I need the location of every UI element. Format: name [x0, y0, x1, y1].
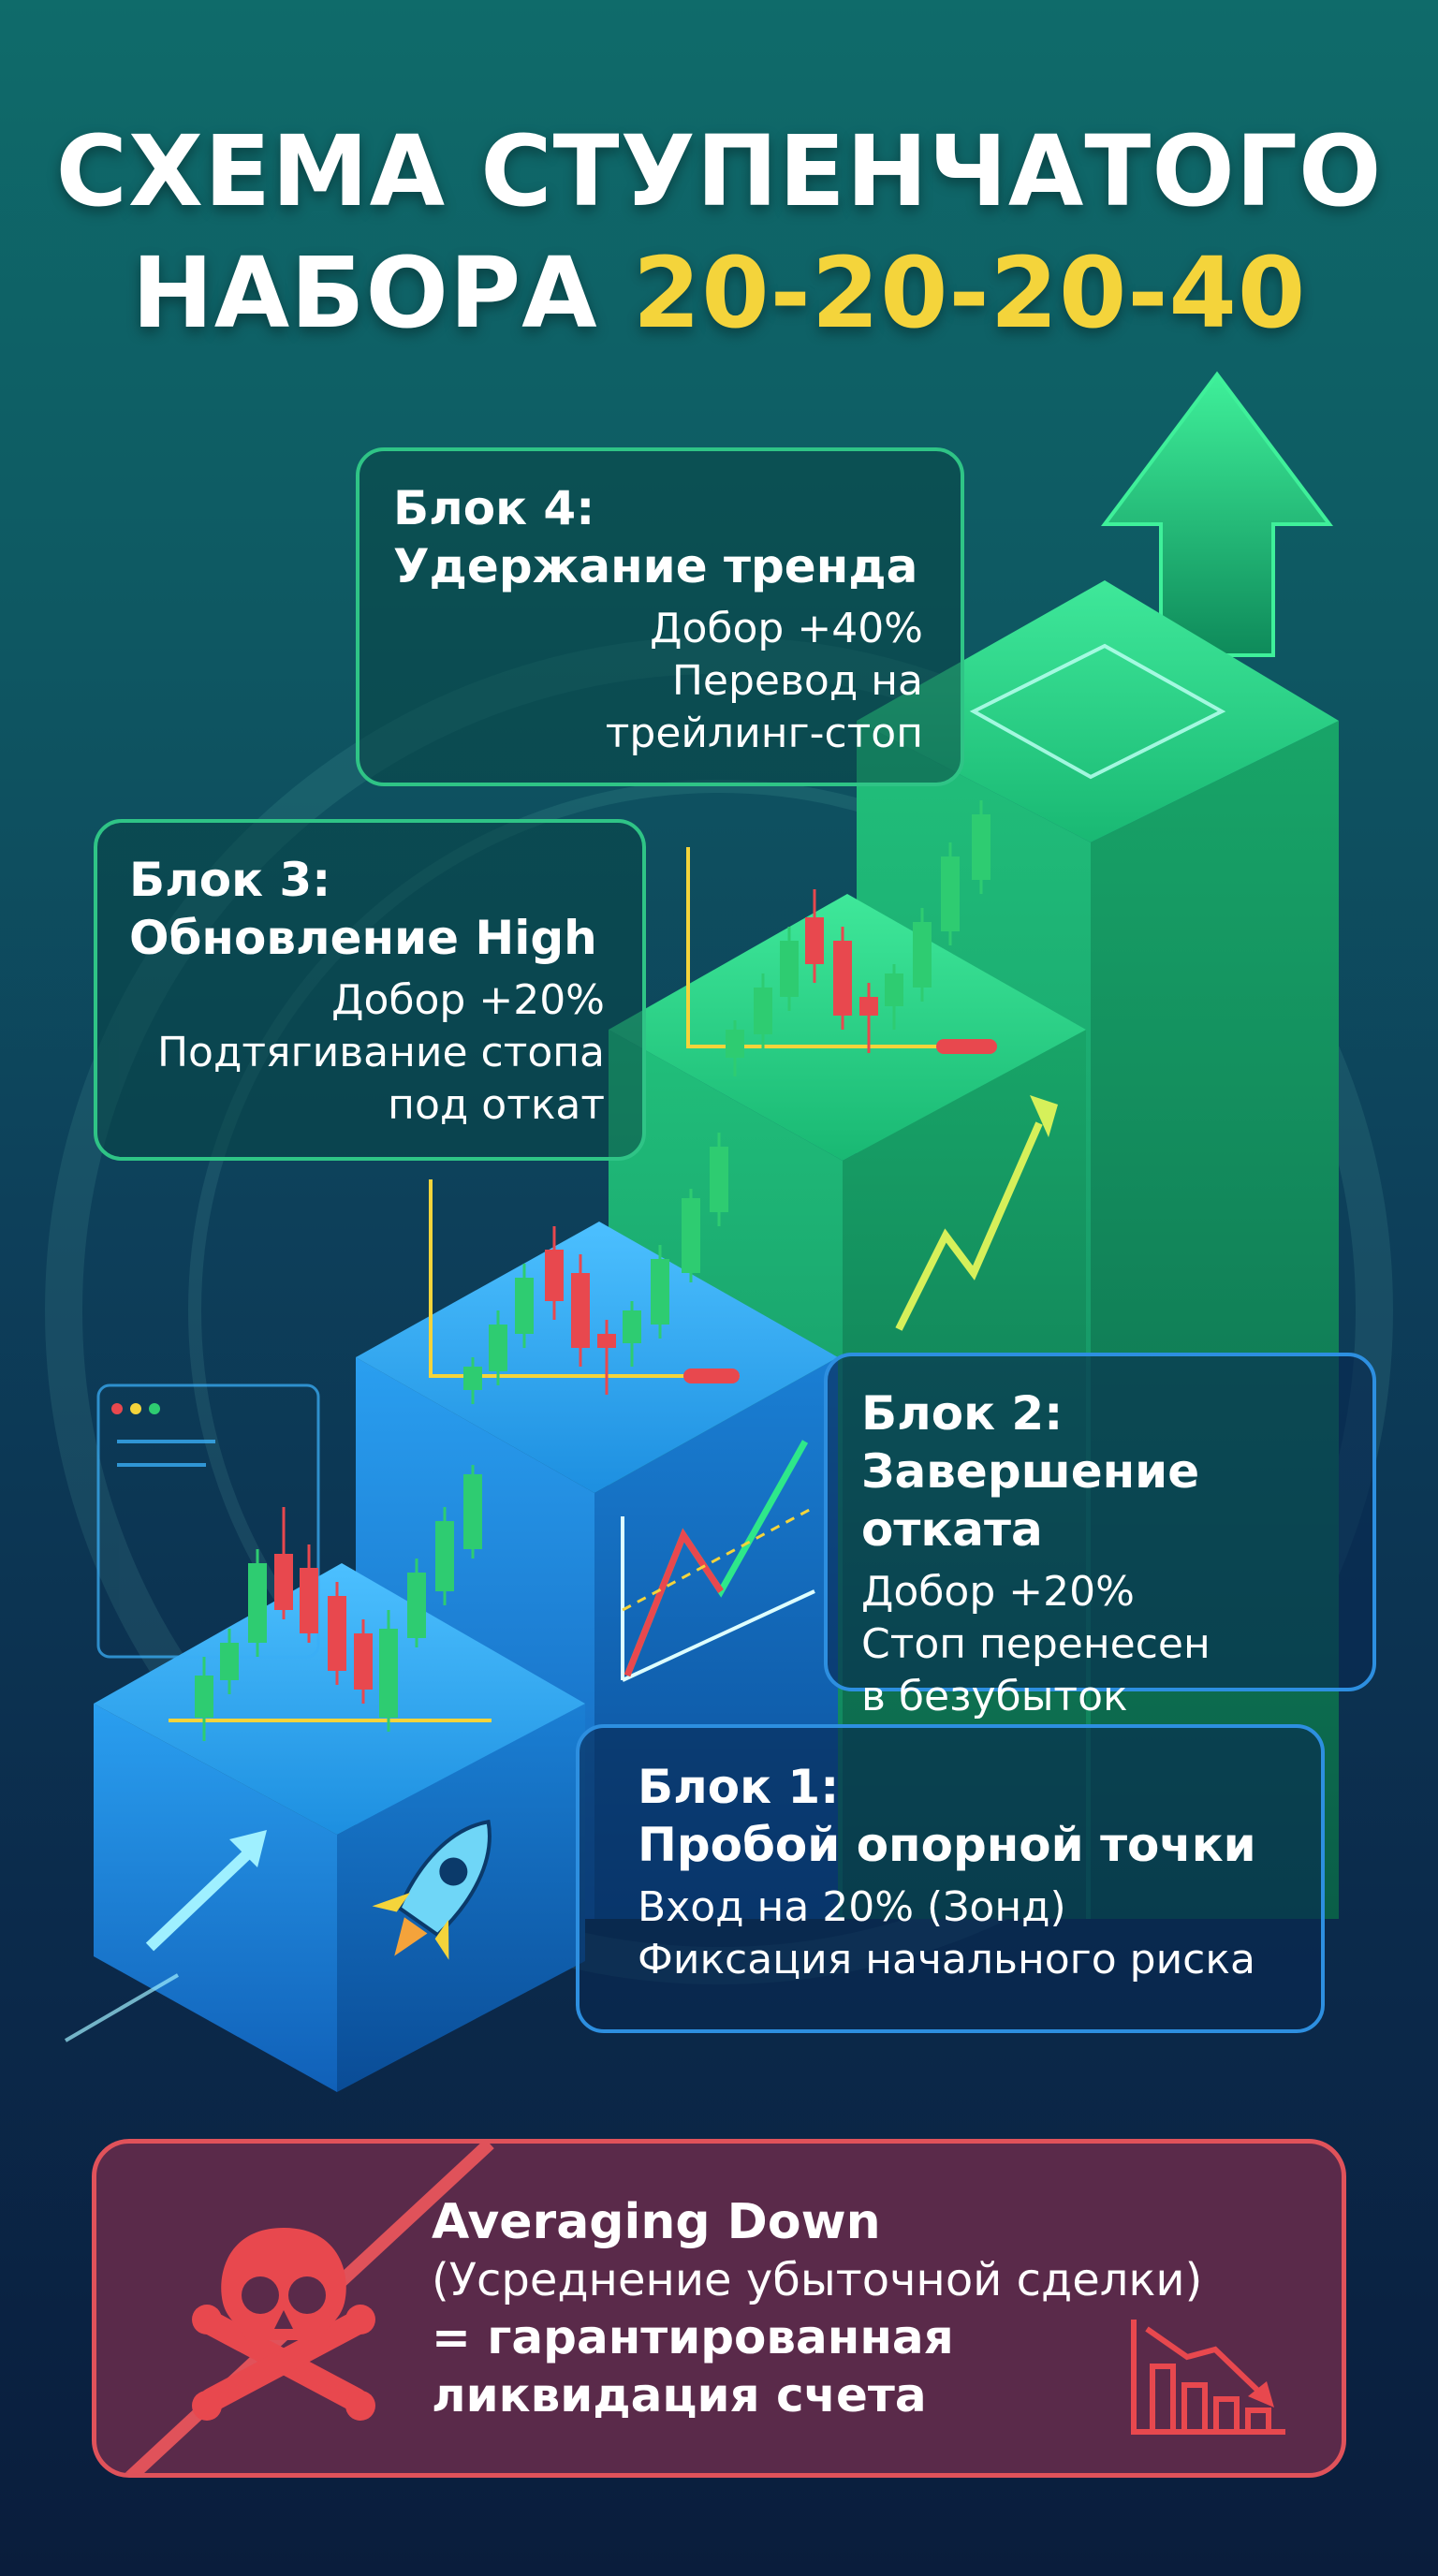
block-1-heading-title: Пробой опорной точки	[638, 1818, 1256, 1872]
block-1-line-2: Фиксация начального риска	[638, 1936, 1255, 1983]
warning-subtitle: (Усреднение убыточной сделки)	[432, 2254, 1203, 2306]
skull-crossbones-icon	[192, 2228, 375, 2421]
warning-heading: Averaging Down	[432, 2194, 881, 2250]
block-3-card: Блок 3: Обновление High Добор +20% Подтя…	[94, 819, 646, 1161]
block-3-heading-number: Блок 3:	[129, 853, 331, 907]
title-line-2-prefix: НАБОРА	[131, 236, 633, 350]
title-line-2: НАБОРА 20-20-20-40	[0, 232, 1438, 354]
block-2-card: Блок 2: Завершение отката Добор +20% Сто…	[824, 1353, 1376, 1720]
block-3-details: Добор +20% Подтягивание стопа под откат	[129, 974, 605, 1132]
title-line-1: СХЕМА СТУПЕНЧАТОГО	[55, 114, 1383, 228]
block-3-line-3: под откат	[388, 1081, 605, 1129]
title-line-2-accent: 20-20-20-40	[632, 236, 1307, 350]
warning-line-2: ликвидация счета	[432, 2368, 927, 2422]
block-2-details: Добор +20% Стоп перенесен в безубыток	[861, 1566, 1350, 1723]
block-4-heading-title: Удержание тренда	[393, 539, 918, 593]
block-1-heading-number: Блок 1:	[638, 1760, 840, 1814]
block-3-heading-title: Обновление High	[129, 911, 597, 965]
block-4-line-3: трейлинг-стоп	[605, 710, 923, 757]
warning-line-1: = гарантированная	[432, 2310, 954, 2364]
block-1-details: Вход на 20% (Зонд) Фиксация начального р…	[638, 1881, 1299, 1986]
block-3-line-2: Подтягивание стопа	[156, 1029, 605, 1076]
block-2-heading-title: Завершение отката	[861, 1444, 1200, 1557]
block-2-line-1: Добор +20%	[861, 1568, 1135, 1616]
block-2-line-2: Стоп перенесен	[861, 1620, 1211, 1668]
rocket-icon	[372, 1819, 492, 1960]
block-4-line-2: Перевод на	[671, 657, 923, 705]
block-3-line-1: Добор +20%	[331, 976, 605, 1024]
arrow-up-icon	[1101, 371, 1333, 657]
page-title: СХЕМА СТУПЕНЧАТОГО НАБОРА 20-20-20-40	[0, 110, 1438, 354]
block-1-card: Блок 1: Пробой опорной точки Вход на 20%…	[576, 1724, 1325, 2033]
block-4-details: Добор +40% Перевод на трейлинг-стоп	[393, 603, 923, 760]
block-2-heading-number: Блок 2:	[861, 1386, 1064, 1441]
chart-down-icon	[1131, 2320, 1285, 2435]
block-2-line-3: в безубыток	[861, 1673, 1128, 1720]
block-4-card: Блок 4: Удержание тренда Добор +40% Пере…	[356, 447, 964, 786]
block-4-heading-number: Блок 4:	[393, 481, 595, 535]
block-1-line-1: Вход на 20% (Зонд)	[638, 1883, 1066, 1931]
block-4-line-1: Добор +40%	[650, 605, 923, 652]
warning-text: Averaging Down (Усреднение убыточной сде…	[432, 2192, 1274, 2424]
averaging-down-warning: Averaging Down (Усреднение убыточной сде…	[92, 2139, 1346, 2478]
